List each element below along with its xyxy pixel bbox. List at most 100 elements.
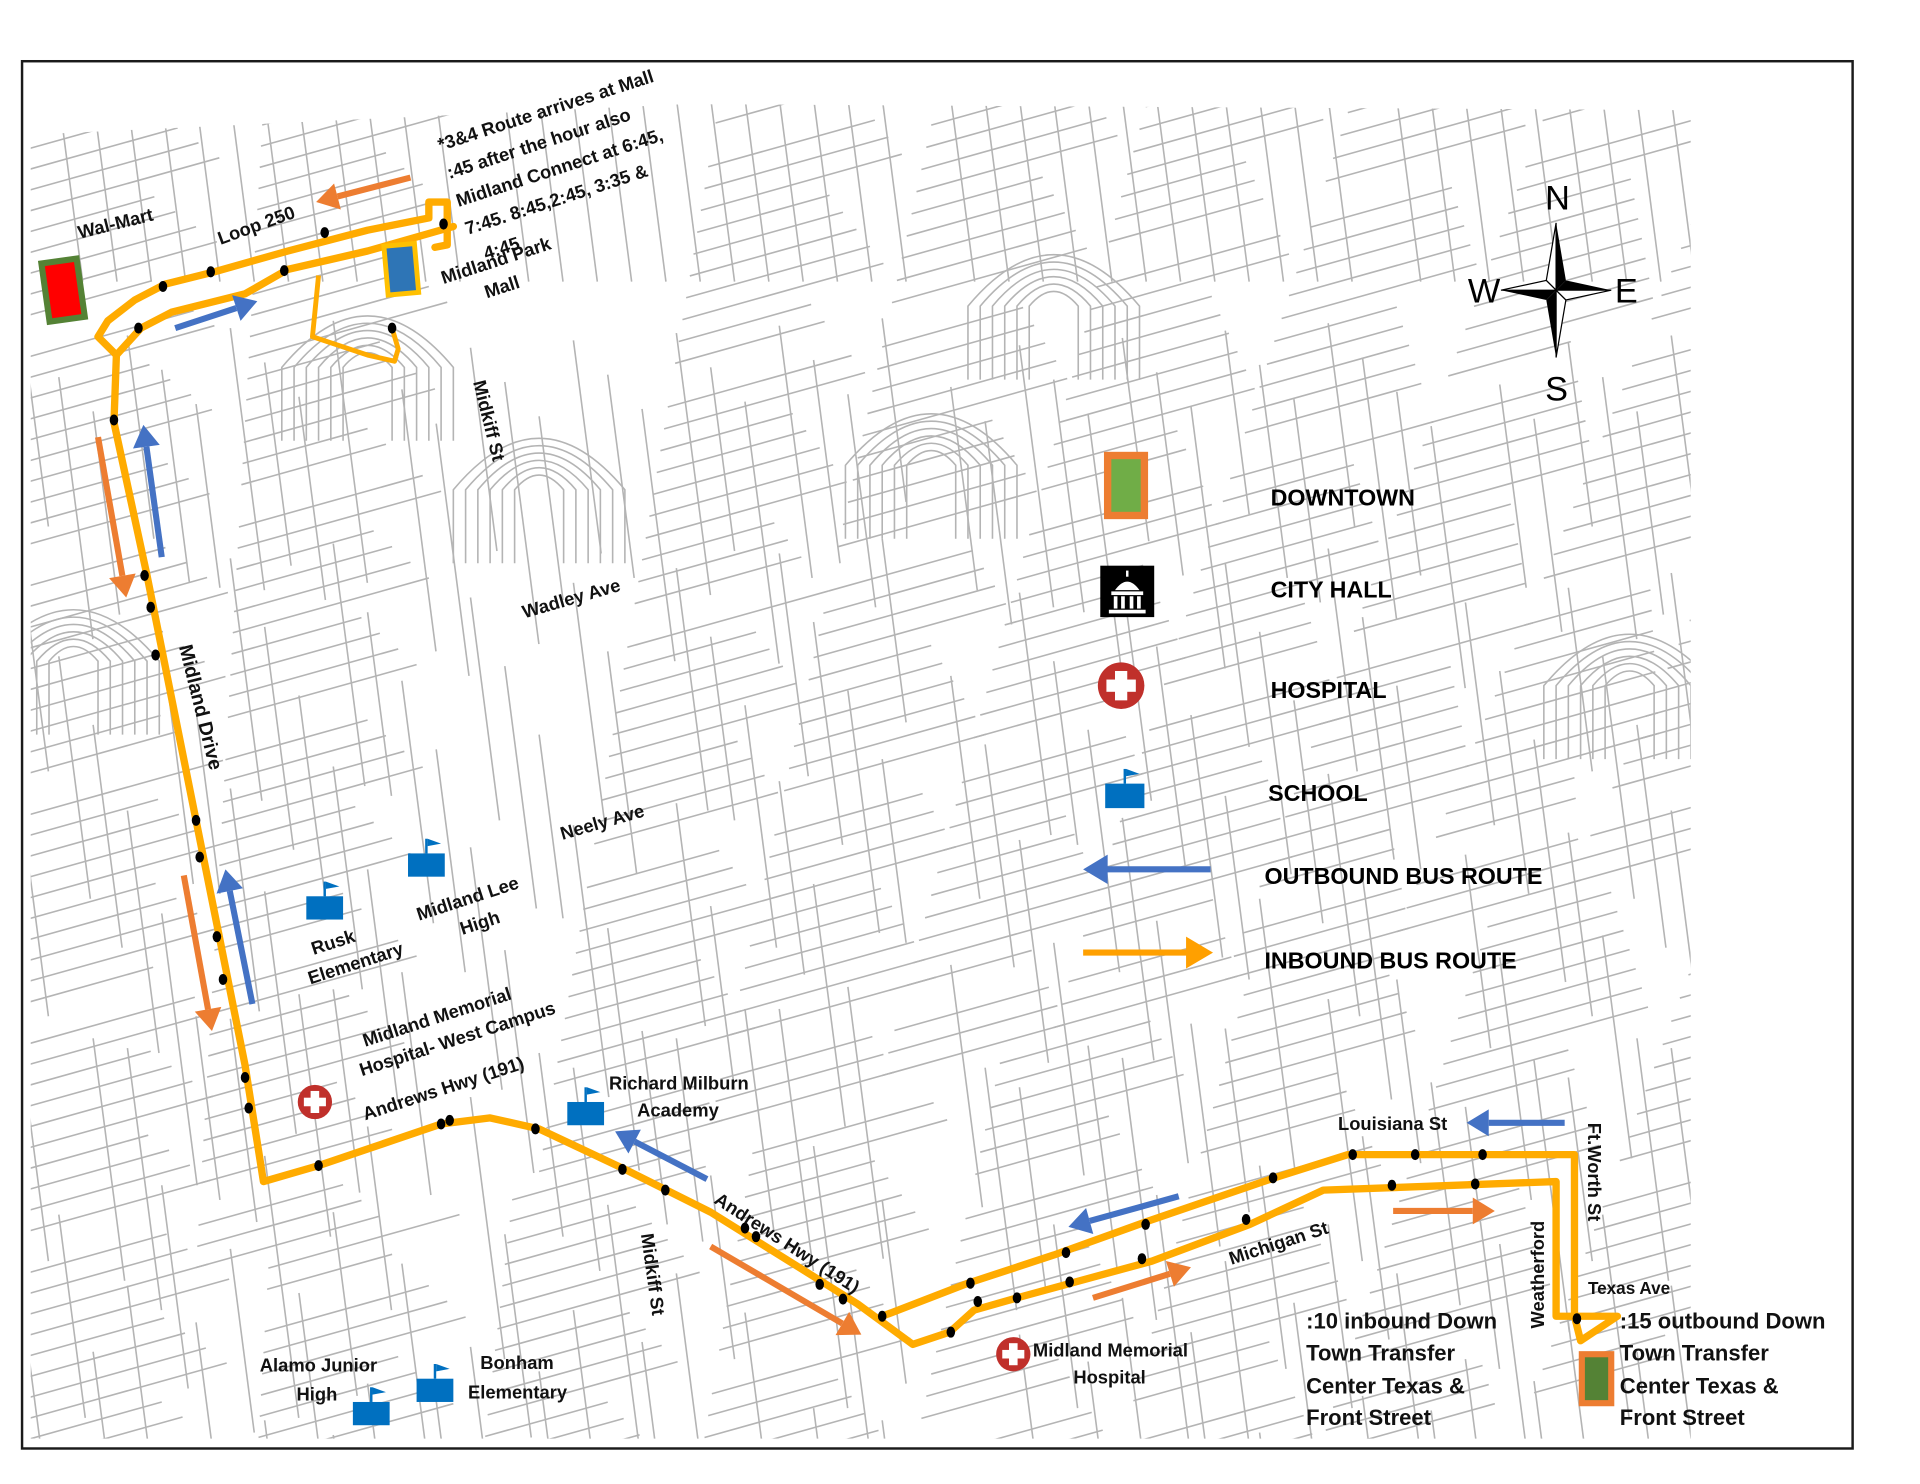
bus-stop — [618, 1163, 627, 1175]
bus-stop — [279, 265, 289, 277]
bus-stops — [109, 218, 1582, 1338]
route-loop250-north — [94, 198, 451, 359]
svg-text:Front Street: Front Street — [1620, 1405, 1746, 1430]
legend-downtown-label: DOWNTOWN — [1271, 485, 1415, 511]
bus-stop — [387, 322, 397, 334]
svg-text:Front Street: Front Street — [1306, 1405, 1432, 1430]
svg-text:Center Texas &: Center Texas & — [1620, 1373, 1779, 1398]
bus-stop — [158, 281, 168, 293]
outbound-arrow-icon — [1068, 1193, 1180, 1234]
label-weatherford: Weatherford — [1527, 1221, 1548, 1329]
outbound-arrow-icon — [133, 424, 165, 558]
hospital-icon — [297, 1084, 333, 1120]
school-icon — [408, 838, 445, 877]
outbound-arrow-icon — [1083, 854, 1211, 885]
direction-arrows — [95, 174, 1565, 1336]
legend-city-hall-label: CITY HALL — [1271, 577, 1392, 603]
legend: DOWNTOWN CITY HALL HOSPITAL SCHOOL OUTBO… — [1083, 451, 1542, 974]
bus-stop — [195, 851, 205, 863]
svg-text:Academy: Academy — [637, 1100, 719, 1121]
bus-stop — [436, 1118, 446, 1130]
bus-stop — [439, 218, 448, 230]
svg-text:Center Texas &: Center Texas & — [1306, 1373, 1465, 1398]
bus-stop — [531, 1123, 540, 1135]
route-midland-drive — [110, 351, 1622, 1349]
mall-marker — [381, 240, 422, 298]
svg-text::10 inbound Down: :10 inbound Down — [1306, 1309, 1497, 1334]
bus-stop — [740, 1222, 750, 1234]
route-mall-loop — [309, 275, 401, 364]
label-inbound-note: :10 inbound Down Town Transfer Center Te… — [1306, 1309, 1497, 1431]
bus-stop — [1012, 1292, 1022, 1304]
school-icon — [306, 881, 344, 920]
compass-w: W — [1468, 272, 1501, 310]
label-richard-milburn: Richard Milburn Academy — [609, 1073, 749, 1121]
bus-stop — [109, 414, 119, 426]
svg-text:Richard Milburn: Richard Milburn — [609, 1073, 749, 1094]
svg-text:Town Transfer: Town Transfer — [1306, 1340, 1455, 1365]
svg-text:Midland Memorial: Midland Memorial — [1033, 1340, 1188, 1361]
bus-stop — [1387, 1179, 1397, 1191]
bus-stop — [445, 1114, 454, 1126]
svg-text:Town Transfer: Town Transfer — [1620, 1340, 1769, 1365]
legend-hospital-label: HOSPITAL — [1271, 677, 1387, 703]
bus-stop — [314, 1160, 323, 1172]
bus-stop — [1348, 1149, 1357, 1161]
bus-stop — [1478, 1149, 1487, 1161]
bus-stop — [212, 931, 222, 943]
hospital-icon — [996, 1337, 1031, 1372]
outbound-arrow-icon — [174, 295, 258, 332]
bus-stop — [1241, 1214, 1251, 1226]
legend-inbound-label: INBOUND BUS ROUTE — [1264, 948, 1516, 974]
bus-stop — [1065, 1276, 1074, 1288]
legend-school-label: SCHOOL — [1268, 780, 1368, 806]
compass-e: E — [1615, 272, 1638, 310]
school-icon — [1105, 768, 1145, 809]
compass-n: N — [1545, 179, 1570, 217]
bus-stop — [815, 1278, 824, 1290]
inbound-arrow-icon — [1083, 936, 1214, 969]
downtown-icon — [1103, 451, 1149, 520]
bus-stop — [1141, 1218, 1150, 1230]
inbound-arrow-icon — [95, 436, 136, 598]
inbound-arrow-icon — [709, 1243, 862, 1336]
inbound-arrow-icon — [1393, 1197, 1495, 1225]
bus-stop — [1061, 1247, 1071, 1259]
svg-text:Alamo Junior: Alamo Junior — [260, 1354, 377, 1375]
label-texas-ave: Texas Ave — [1588, 1278, 1670, 1298]
bus-stop — [661, 1184, 670, 1196]
label-ftworth: Ft.Worth St — [1584, 1123, 1605, 1222]
svg-text::15 outbound Down: :15 outbound Down — [1620, 1309, 1826, 1334]
bus-stop — [877, 1310, 887, 1322]
bus-stop — [146, 601, 155, 613]
bus-stop — [1572, 1313, 1582, 1325]
bus-stop — [966, 1277, 975, 1289]
outbound-arrow-icon — [615, 1129, 709, 1182]
bus-stop — [206, 266, 216, 278]
svg-text:Elementary: Elementary — [468, 1381, 568, 1402]
walmart-marker — [37, 255, 89, 326]
legend-outbound-label: OUTBOUND BUS ROUTE — [1264, 863, 1542, 889]
bus-stop — [946, 1326, 956, 1338]
bus-stop — [140, 569, 149, 581]
inbound-arrow-icon — [316, 174, 412, 210]
svg-text:Hospital: Hospital — [1073, 1367, 1145, 1388]
bus-stop — [1137, 1253, 1147, 1265]
bus-stop — [134, 322, 143, 334]
bus-stop — [1410, 1149, 1420, 1161]
svg-text:Bonham: Bonham — [480, 1352, 553, 1373]
downtown-transfer-marker — [1578, 1351, 1615, 1407]
label-louisiana: Louisiana St — [1338, 1113, 1447, 1134]
bus-stop — [218, 974, 228, 986]
bus-stop — [973, 1296, 983, 1308]
school-icon — [416, 1364, 454, 1402]
label-outbound-note: :15 outbound Down Town Transfer Center T… — [1620, 1309, 1826, 1431]
inbound-arrow-icon — [180, 874, 222, 1031]
bus-stop — [320, 227, 329, 239]
city-hall-icon — [1100, 565, 1155, 618]
compass-rose-icon: N S W E — [1468, 179, 1638, 408]
route-louisiana — [878, 1150, 1579, 1320]
label-alamo: Alamo Junior High — [260, 1354, 377, 1404]
